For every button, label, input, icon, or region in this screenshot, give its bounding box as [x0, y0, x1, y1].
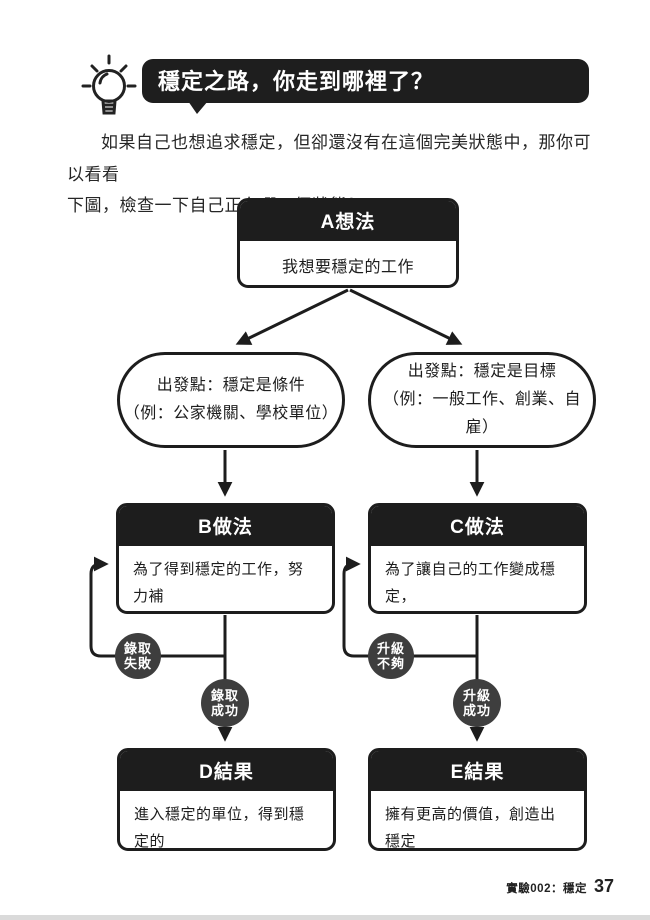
badge-upgrade-success: 升級 成功	[453, 679, 501, 727]
lightbulb-icon	[81, 54, 137, 115]
node-e-result: E結果 擁有更高的價值，創造出穩定 的收入	[368, 748, 587, 851]
pill-left-line-1: 出發點：穩定是條件	[156, 377, 306, 394]
node-b-body: 為了得到穩定的工作，努力補 這個、學那個、考那個	[119, 546, 332, 611]
page-bottom-edge	[0, 915, 650, 920]
badge-success-right-line-1: 升級	[462, 688, 491, 703]
footer-page-number: 37	[593, 876, 614, 896]
pill-right-line-1: 出發點：穩定是目標	[407, 363, 557, 380]
intro-line-1: 如果自己也想追求穩定，但卻還沒有在這個完美狀態中，那你可以看看	[67, 133, 591, 184]
badge-success-left-line-1: 錄取	[210, 688, 239, 703]
section-title-banner: 穩定之路，你走到哪裡了？	[142, 59, 589, 103]
node-a-idea: A想法 我想要穩定的工作	[237, 198, 459, 288]
pill-start-condition: 出發點：穩定是條件 （例：公家機關、學校單位）	[117, 352, 345, 448]
node-d-result: D結果 進入穩定的單位，得到穩定的 收入	[117, 748, 336, 851]
node-c-header: C做法	[371, 506, 584, 546]
badge-insufficient-line-1: 升級	[376, 641, 405, 656]
node-c-body: 為了讓自己的工作變成穩定， 努力提升自己的價值	[371, 546, 584, 611]
badge-upgrade-insufficient: 升級 不夠	[368, 633, 414, 679]
badge-fail-line-2: 失敗	[123, 656, 152, 671]
node-d-header: D結果	[120, 751, 333, 791]
node-b-body-line-1: 為了得到穩定的工作，努力補	[133, 561, 304, 605]
node-e-body: 擁有更高的價值，創造出穩定 的收入	[371, 791, 584, 850]
pill-left-line-2: （例：公家機關、學校單位）	[123, 405, 339, 422]
badge-admission-fail: 錄取 失敗	[115, 633, 161, 679]
pill-right-line-2: （例：一般工作、創業、自雇）	[382, 391, 581, 436]
badge-admission-success: 錄取 成功	[201, 679, 249, 727]
badge-success-left-line-2: 成功	[210, 703, 239, 718]
node-d-body: 進入穩定的單位，得到穩定的 收入	[120, 791, 333, 850]
node-b-approach: B做法 為了得到穩定的工作，努力補 這個、學那個、考那個	[116, 503, 335, 614]
node-d-body-line-1: 進入穩定的單位，得到穩定的	[134, 806, 305, 850]
arrow-a-to-pill-right	[349, 288, 463, 345]
node-a-header: A想法	[240, 201, 456, 241]
node-b-header: B做法	[119, 506, 332, 546]
node-c-body-line-2: 努力提升自己的價值	[385, 610, 570, 611]
banner-tail	[188, 101, 208, 114]
node-b-body-line-2: 這個、學那個、考那個	[133, 610, 318, 611]
arrow-a-to-pill-left	[235, 288, 349, 345]
badge-insufficient-line-2: 不夠	[376, 656, 405, 671]
footer-chapter-label: 實驗002：穩定	[506, 883, 587, 895]
node-e-body-line-1: 擁有更高的價值，創造出穩定	[385, 806, 556, 850]
badge-success-right-line-2: 成功	[462, 703, 491, 718]
page-footer: 實驗002：穩定 37	[506, 876, 614, 897]
node-c-body-line-1: 為了讓自己的工作變成穩定，	[385, 561, 556, 605]
node-c-approach: C做法 為了讓自己的工作變成穩定， 努力提升自己的價值	[368, 503, 587, 614]
node-a-body: 我想要穩定的工作	[281, 259, 414, 276]
badge-fail-line-1: 錄取	[123, 641, 152, 656]
node-e-header: E結果	[371, 751, 584, 791]
pill-start-goal: 出發點：穩定是目標 （例：一般工作、創業、自雇）	[368, 352, 596, 448]
